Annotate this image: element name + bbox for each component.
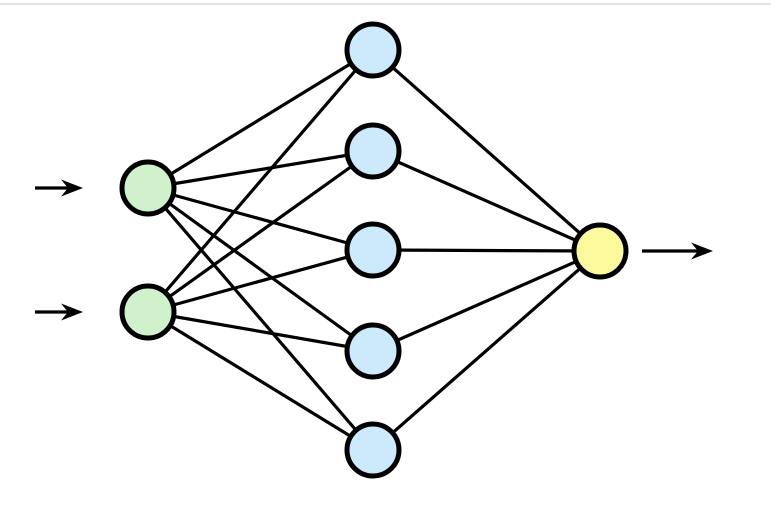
edge-input-node-1-to-hidden-node-3	[147, 186, 374, 252]
edge-input-node-2-to-hidden-node-3	[147, 248, 374, 314]
edge-input-node-2-to-hidden-node-2	[147, 149, 374, 314]
input-node-2	[119, 283, 177, 341]
input-node-1	[119, 159, 177, 217]
edge-hidden-node-3-to-output-node-1	[372, 248, 601, 253]
hidden-node-2	[344, 122, 402, 180]
output-arrow	[642, 242, 713, 260]
edge-hidden-node-5-to-output-node-1	[371, 249, 602, 452]
edge-input-node-1-to-hidden-node-2	[147, 149, 374, 190]
hidden-node-5	[344, 421, 402, 479]
edge-input-node-2-to-hidden-node-4	[147, 310, 374, 353]
edge-input-node-2-to-hidden-node-1	[146, 48, 375, 314]
hidden-node-4	[344, 322, 402, 380]
edge-hidden-node-2-to-output-node-1	[372, 149, 601, 253]
input-arrow-1-head-icon	[61, 179, 83, 197]
edge-hidden-node-4-to-output-node-1	[372, 249, 601, 353]
input-arrow-2	[35, 303, 83, 321]
edge-input-node-2-to-hidden-node-5	[147, 310, 374, 452]
hidden-node-1	[344, 21, 402, 79]
edge-input-node-1-to-hidden-node-1	[147, 48, 374, 190]
input-arrow-2-head-icon	[61, 303, 83, 321]
edge-input-node-1-to-hidden-node-4	[147, 186, 374, 353]
edge-input-node-1-to-hidden-node-5	[146, 186, 375, 452]
output-arrow-head-icon	[691, 242, 713, 260]
input-arrow-1	[35, 179, 83, 197]
output-node-1	[571, 222, 629, 280]
edge-hidden-node-1-to-output-node-1	[371, 48, 602, 253]
top-border-line	[0, 3, 771, 5]
hidden-node-3	[344, 221, 402, 279]
